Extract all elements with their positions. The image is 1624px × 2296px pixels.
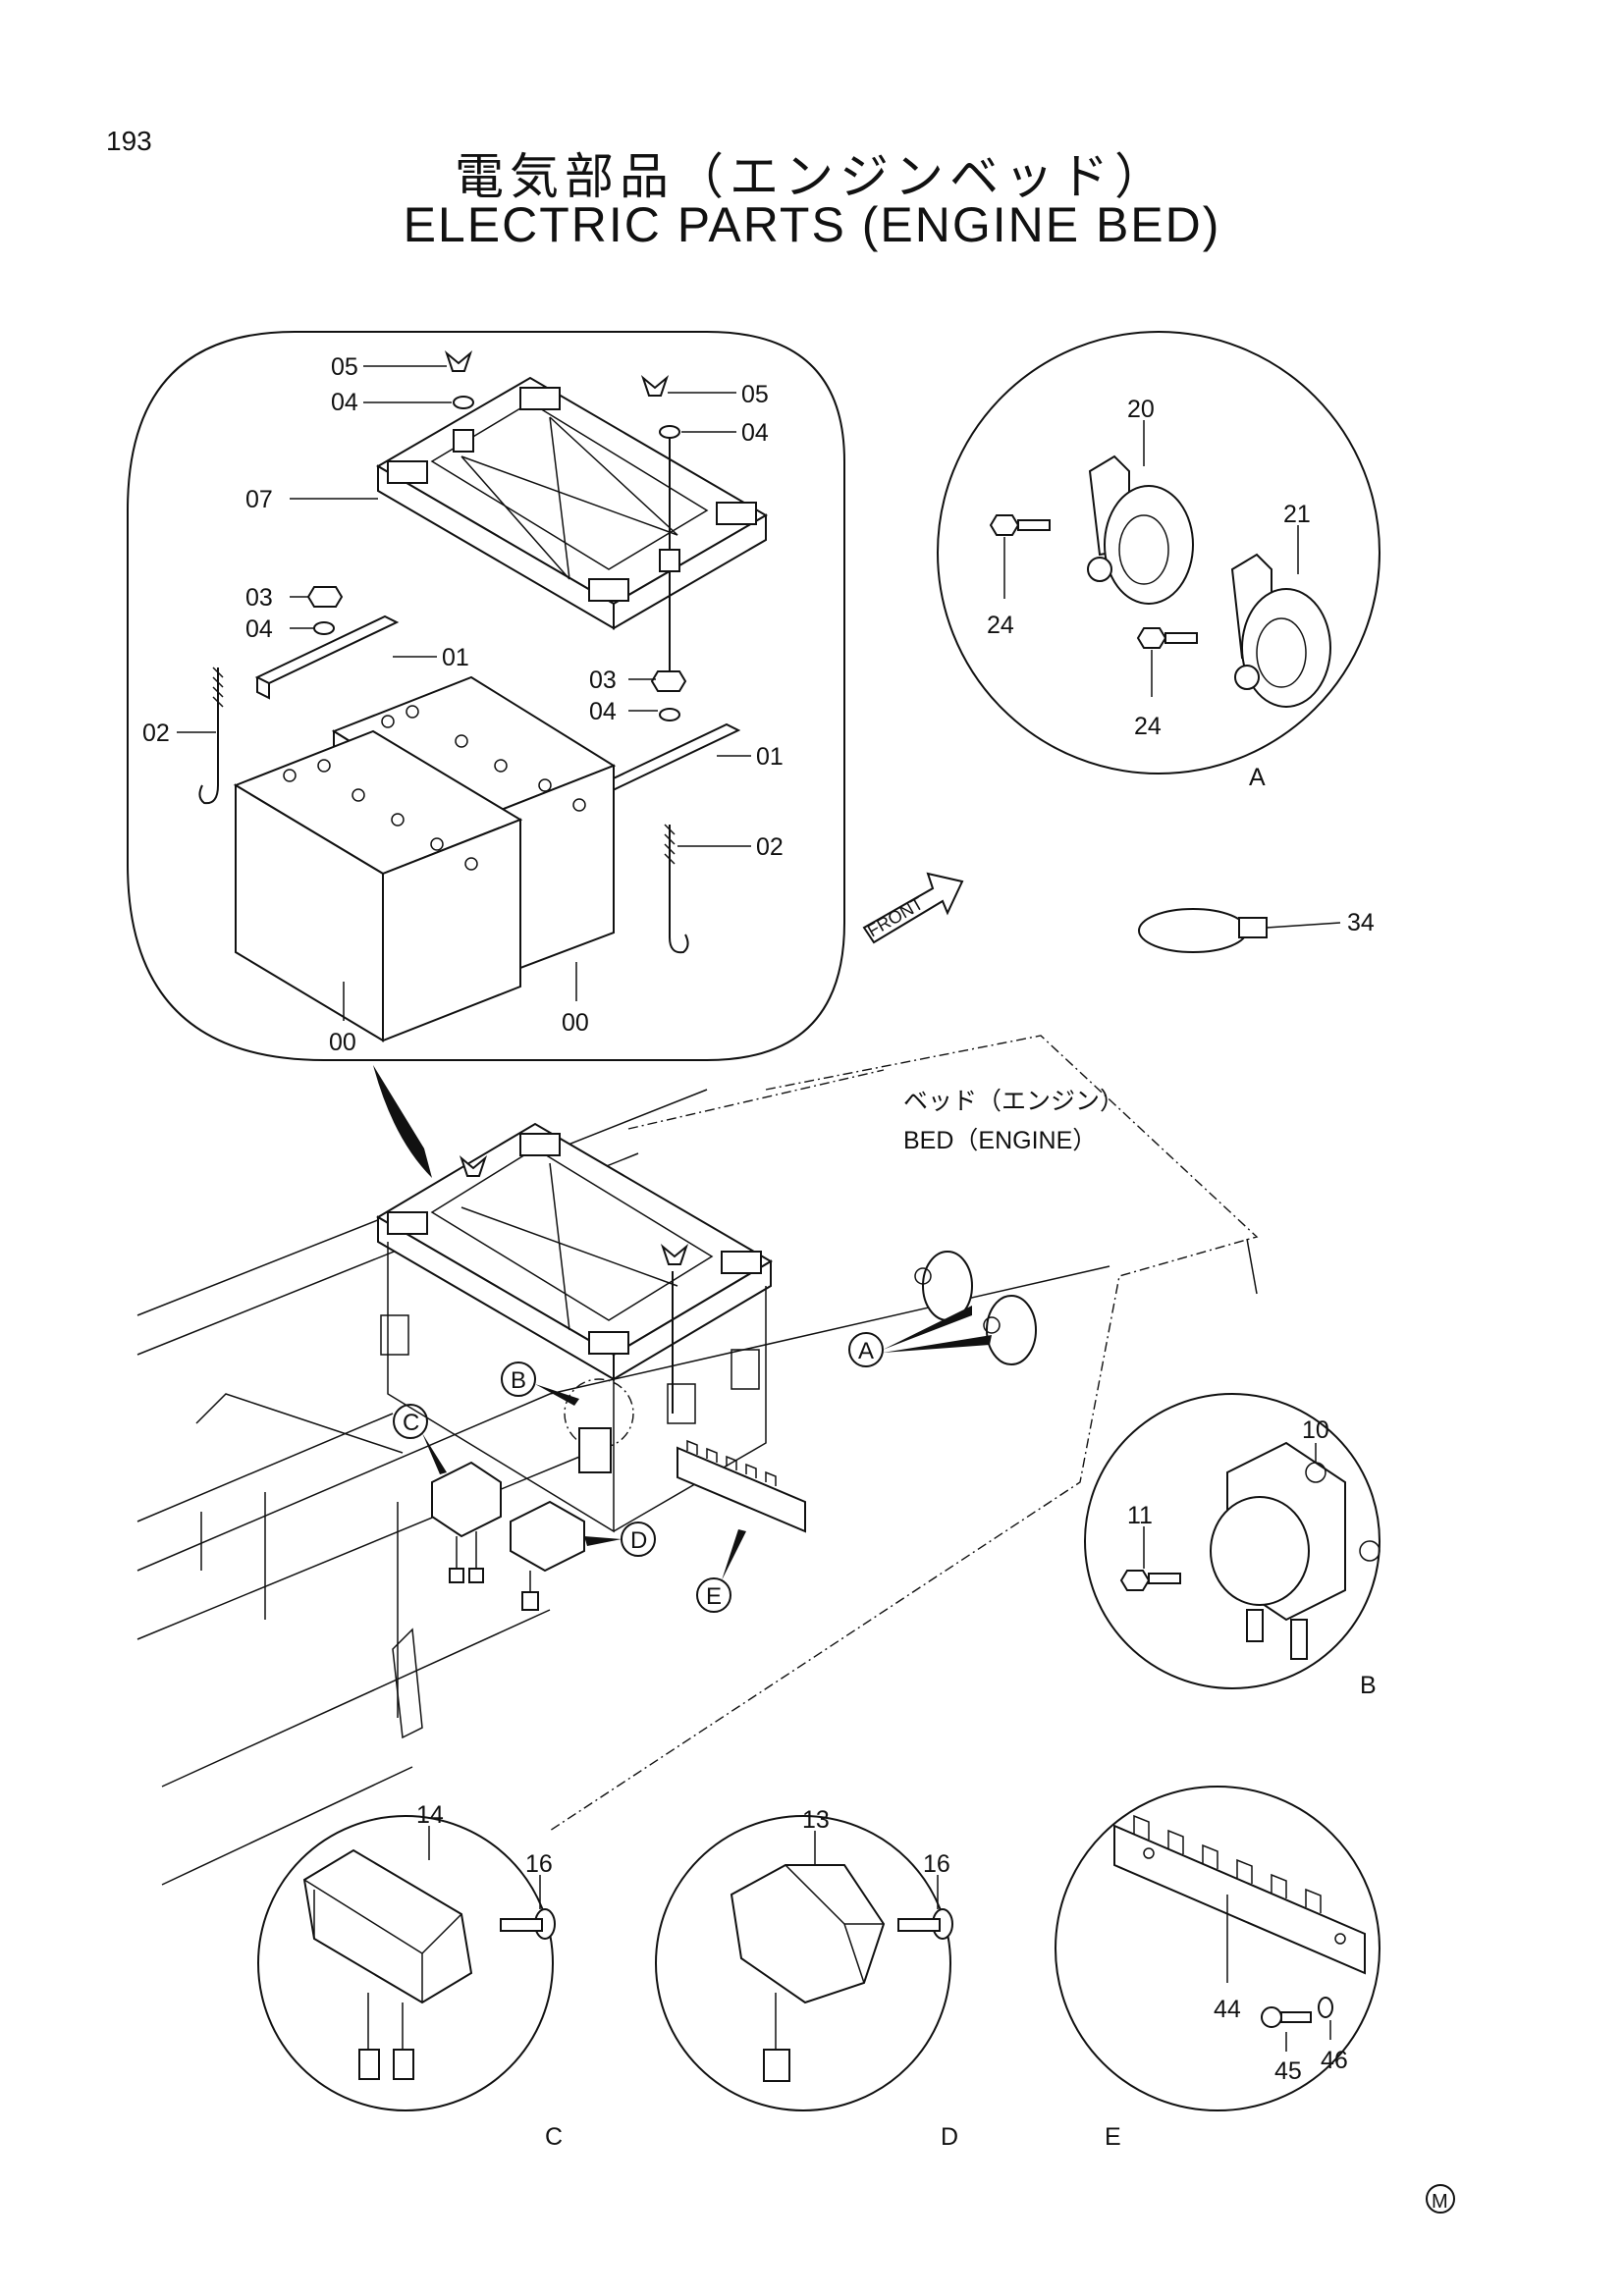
label-hook-bolt-left: 02 — [142, 720, 170, 747]
page-number: 193 — [106, 126, 152, 156]
m-mark: M — [1432, 2191, 1448, 2213]
battery-holder — [376, 376, 768, 630]
left-hardware — [198, 349, 474, 805]
unit-c-icon — [302, 1848, 473, 2080]
unit-c-bolt-icon — [500, 1908, 556, 1940]
callout-b: B — [511, 1367, 526, 1394]
label-relay-bolt: 11 — [1127, 1502, 1153, 1529]
unit-d-installed — [510, 1500, 585, 1611]
label-battery-front: 00 — [329, 1029, 356, 1056]
label-horn-upper: 20 — [1127, 396, 1155, 423]
label-bracket-left: 01 — [442, 644, 469, 671]
bed-label-english: BED（ENGINE） — [903, 1127, 1097, 1154]
bracket-left-icon — [254, 614, 400, 700]
detail-a-letter: A — [1249, 764, 1266, 791]
relay-icon — [1210, 1441, 1380, 1660]
unit-c-installed — [431, 1461, 502, 1583]
bolt-upper-icon — [989, 514, 1051, 536]
m-mark-icon — [1426, 2184, 1455, 2214]
washer-top-right-icon — [659, 425, 680, 439]
label-hook-bolt-right: 02 — [756, 833, 784, 861]
bushing-right-icon — [659, 549, 680, 572]
detail-a: 20 21 24 24 A — [937, 331, 1380, 791]
nut-left-icon — [306, 586, 344, 608]
detail-e-letter: E — [1105, 2123, 1121, 2151]
detail-d-letter: D — [941, 2123, 958, 2151]
page-title-japanese: 電気部品（エンジンベッド） — [455, 148, 1169, 205]
horn-upper-icon — [1087, 454, 1194, 605]
bed-label-japanese: ベッド（エンジン） — [903, 1088, 1124, 1115]
hook-bolt-left-icon — [198, 667, 219, 805]
label-nut-right: 03 — [589, 667, 617, 694]
bracket-right-icon — [596, 722, 741, 808]
washer-top-left-icon — [453, 396, 474, 409]
callout-c: C — [403, 1410, 419, 1436]
front-arrow: FRONT — [862, 872, 964, 944]
nut-right-icon — [650, 670, 687, 692]
label-unit-d: 13 — [802, 1806, 830, 1834]
bolt-lower-icon — [1136, 627, 1198, 649]
detail-b-letter: B — [1360, 1672, 1377, 1699]
engine-bed-outline — [549, 1035, 1259, 1832]
horn-lower-icon — [1230, 553, 1331, 708]
cable-band: 34 — [1138, 908, 1375, 953]
label-band: 34 — [1347, 909, 1375, 936]
front-arrow-icon — [862, 872, 964, 944]
detail-e: 44 45 46 E — [1055, 1786, 1380, 2151]
washer-right-icon — [659, 708, 680, 721]
relay-bolt-icon — [1119, 1570, 1181, 1591]
detail-c-letter: C — [545, 2123, 563, 2151]
detail-b: 10 11 B — [1084, 1393, 1380, 1699]
label-bracket-right: 01 — [756, 743, 784, 771]
label-horn-lower: 21 — [1283, 501, 1311, 528]
callout-a: A — [858, 1338, 874, 1364]
label-washer-left: 04 — [245, 615, 273, 643]
label-nut-left: 03 — [245, 584, 273, 612]
plate-washer-icon — [1318, 1997, 1333, 2018]
label-washer-right: 04 — [589, 698, 617, 725]
label-plate: 44 — [1214, 1996, 1241, 2023]
label-wing-nut-right: 05 — [741, 381, 769, 408]
callout-d: D — [630, 1527, 647, 1554]
label-washer-top-left: 04 — [331, 389, 358, 416]
label-bolt-lower: 24 — [1134, 713, 1162, 740]
plate-screw-icon — [1261, 2006, 1312, 2028]
callout-e: E — [706, 1583, 722, 1610]
battery-leaders — [177, 365, 751, 1021]
detail-d: 13 16 D — [655, 1806, 958, 2151]
callouts: A B C D E — [393, 1306, 992, 1613]
wing-nut-right-icon — [640, 374, 670, 397]
hook-bolt-right-icon — [669, 825, 689, 954]
label-unit-d-bolt: 16 — [923, 1850, 950, 1878]
wing-nut-left-icon — [444, 349, 473, 372]
label-unit-c-bolt: 16 — [525, 1850, 553, 1878]
detail-c: 14 16 C — [257, 1801, 563, 2151]
page-title-english: ELECTRIC PARTS (ENGINE BED) — [403, 197, 1221, 252]
label-holder: 07 — [245, 486, 273, 513]
battery-box-installed — [376, 1122, 773, 1533]
label-screw: 45 — [1274, 2057, 1302, 2085]
battery-detail-outline — [127, 331, 845, 1061]
terminal-plate-icon — [1113, 1814, 1366, 1975]
unit-d-icon — [730, 1864, 886, 2082]
main-assembly: A B C D E ベッド（エンジン） BED（ENGINE） — [136, 1035, 1259, 1886]
bushing-left-icon — [453, 429, 474, 453]
battery-detail: 05 04 07 03 04 01 02 05 04 03 04 01 02 0… — [127, 331, 845, 1061]
label-washer: 46 — [1321, 2047, 1348, 2074]
label-relay: 10 — [1302, 1416, 1329, 1444]
label-unit-c: 14 — [416, 1801, 444, 1829]
label-washer-top-right: 04 — [741, 419, 769, 447]
label-battery-rear: 00 — [562, 1009, 589, 1037]
cable-tie-icon — [1138, 908, 1248, 953]
right-hardware — [596, 374, 741, 954]
plate-e-installed — [677, 1439, 806, 1533]
label-bolt-upper: 24 — [987, 612, 1014, 639]
battery-front — [233, 729, 523, 1042]
washer-left-icon — [313, 621, 335, 635]
label-wing-nut-left: 05 — [331, 353, 358, 381]
unit-d-bolt-icon — [897, 1908, 953, 1940]
